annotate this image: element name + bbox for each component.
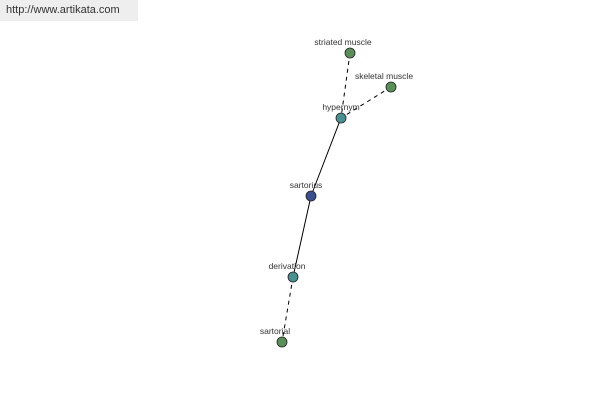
node-label-derivation: derivation xyxy=(269,261,306,271)
node-label-sartorial: sartorial xyxy=(260,326,290,336)
edge-striated-muscle-to-hypernym xyxy=(340,52,351,119)
labels-layer: striated muscle skeletal muscle hypernym sa… xyxy=(260,37,413,336)
node-label-skeletal-muscle: skeletal muscle xyxy=(355,71,413,81)
node-label-striated-muscle: striated muscle xyxy=(314,37,371,47)
node-skeletal-muscle[interactable] xyxy=(385,81,397,93)
edge-sartorius-to-derivation xyxy=(292,195,312,278)
nodes-layer xyxy=(276,47,397,348)
node-striated-muscle[interactable] xyxy=(344,47,356,59)
node-hypernym[interactable] xyxy=(335,112,347,124)
node-sartorial[interactable] xyxy=(276,336,288,348)
edge-hypernym-to-sartorius xyxy=(310,117,342,197)
edge-skeletal-muscle-to-hypernym xyxy=(340,86,392,119)
node-sartorius[interactable] xyxy=(305,190,317,202)
edge-derivation-to-sartorial xyxy=(281,276,294,343)
node-derivation[interactable] xyxy=(287,271,299,283)
node-label-sartorius: sartorius xyxy=(290,180,323,190)
source-url-watermark[interactable]: http://www.artikata.com xyxy=(0,0,138,21)
node-label-hypernym: hypernym xyxy=(322,102,359,112)
edges-layer xyxy=(281,52,392,343)
